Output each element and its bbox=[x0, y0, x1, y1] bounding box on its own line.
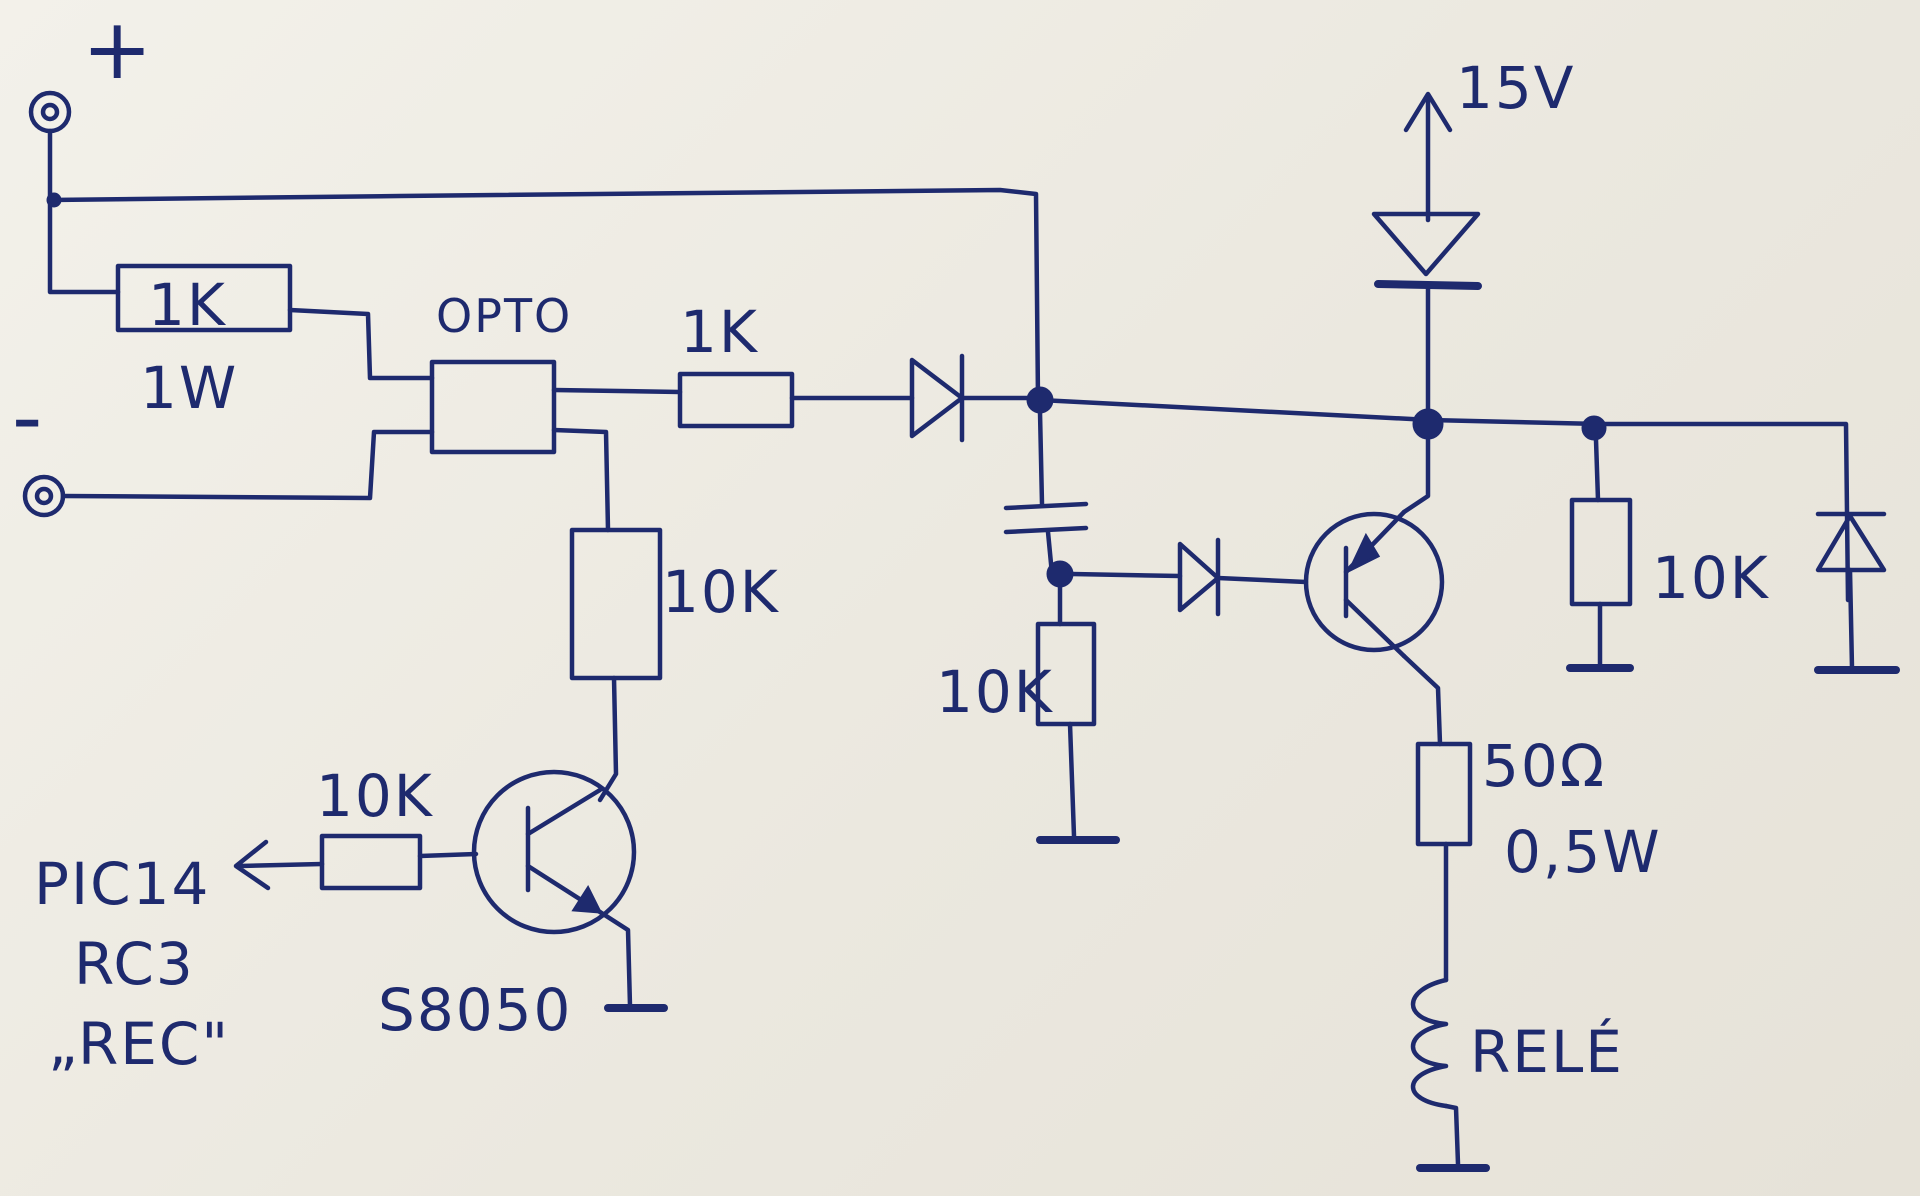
wire-node-emitter bbox=[1401, 435, 1431, 515]
wire-to-pic-arrow bbox=[233, 839, 325, 891]
label-1k-1w-value: 1K bbox=[148, 271, 227, 339]
label-plus: + bbox=[82, 0, 154, 98]
wire-relay-ground bbox=[1443, 1103, 1461, 1167]
wire-diode-base bbox=[1215, 575, 1309, 585]
relay-coil bbox=[1411, 977, 1449, 1109]
label-10k-pullup: 10K bbox=[662, 558, 780, 626]
wire-opto-10k bbox=[551, 427, 611, 533]
resistor-50-ohm bbox=[1415, 741, 1473, 847]
label-opto: OPTO bbox=[436, 289, 572, 343]
wire-10k-cap-ground bbox=[1067, 721, 1077, 839]
optocoupler bbox=[429, 359, 557, 455]
transistor-npn-s8050 bbox=[471, 769, 637, 935]
resistor-10k-pullup bbox=[569, 527, 663, 681]
junction-right bbox=[1581, 415, 1607, 441]
label-relay: RELÉ bbox=[1470, 1017, 1624, 1086]
label-s8050: S8050 bbox=[378, 976, 572, 1044]
junction-plus bbox=[46, 192, 62, 208]
label-1k-1w-power: 1W bbox=[140, 354, 238, 422]
wire-plus-bus bbox=[47, 128, 1041, 403]
label-05w: 0,5W bbox=[1504, 818, 1662, 886]
label-10k-right: 10K bbox=[1652, 544, 1770, 612]
resistor-1k-1w bbox=[115, 263, 293, 333]
label-opto-1k: 1K bbox=[680, 298, 759, 366]
wire-10k-collector bbox=[597, 675, 619, 803]
wire-right-diode-ground bbox=[1847, 567, 1855, 671]
wire-opto-1k bbox=[551, 387, 683, 395]
terminal-plus bbox=[28, 90, 72, 134]
diode-series bbox=[909, 353, 965, 443]
junction-main bbox=[1412, 408, 1444, 440]
resistor-10k-cap bbox=[1035, 621, 1097, 727]
junction-capacitor-low bbox=[1046, 560, 1074, 588]
transistor-pnp bbox=[1303, 509, 1445, 659]
wire-emitter-ground bbox=[597, 909, 633, 1009]
label-rc3: RC3 bbox=[74, 930, 195, 998]
terminal-minus bbox=[22, 474, 66, 518]
wire-resistor-opto bbox=[287, 307, 435, 381]
resistor-10k-base bbox=[319, 833, 423, 891]
label-pic14: PIC14 bbox=[34, 850, 210, 918]
wire-collector-resistor bbox=[1401, 653, 1443, 747]
diode-base bbox=[1177, 537, 1221, 617]
label-10k-base: 10K bbox=[316, 762, 434, 830]
capacitor bbox=[1003, 501, 1089, 535]
wire-capnode-diode bbox=[1069, 571, 1183, 579]
wire-node-capacitor bbox=[1037, 409, 1045, 507]
wire-minus-opto bbox=[60, 429, 435, 501]
diode-right bbox=[1815, 511, 1887, 573]
resistor-10k-right bbox=[1569, 497, 1633, 607]
resistor-opto-1k bbox=[677, 371, 795, 429]
label-10k-cap: 10K bbox=[936, 658, 1054, 726]
label-50-ohm: 50Ω bbox=[1482, 732, 1606, 800]
wire-right-10k bbox=[1593, 437, 1601, 503]
label-15v: 15V bbox=[1456, 54, 1575, 122]
label-rec: „REC" bbox=[48, 1010, 230, 1078]
arrow-supply bbox=[1403, 91, 1453, 133]
label-minus: - bbox=[12, 368, 44, 466]
diode-supply bbox=[1371, 211, 1482, 290]
wire-base-resistor bbox=[417, 851, 479, 859]
